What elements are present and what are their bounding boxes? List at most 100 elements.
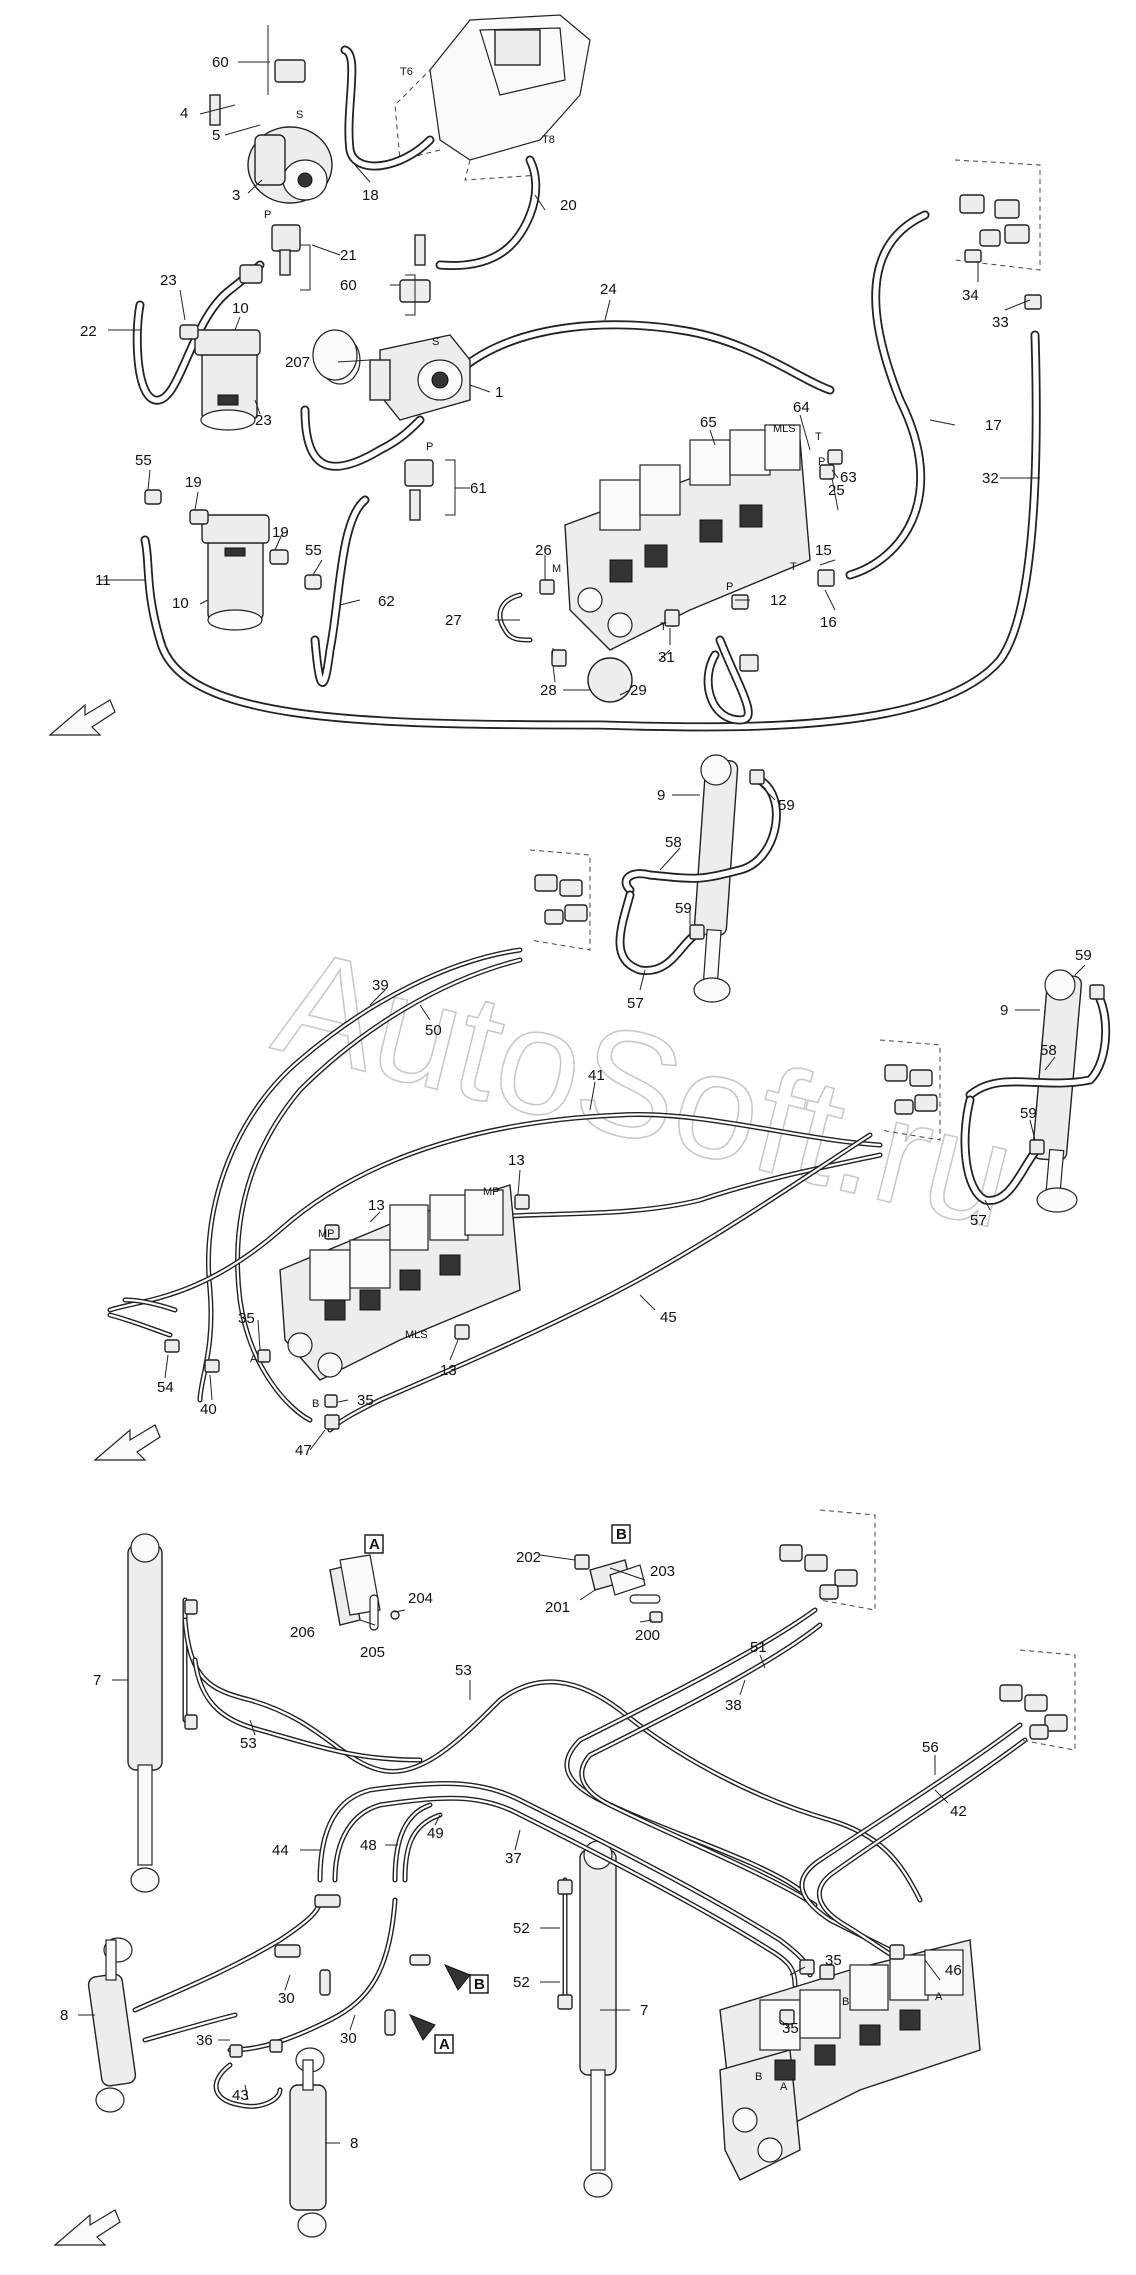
view-letter-a-bottom: A — [439, 2036, 450, 2053]
port-b-2: B — [842, 1996, 849, 2008]
callout-32: 32 — [982, 470, 999, 487]
callout-35c: 35 — [825, 1952, 842, 1969]
callout-35b: 35 — [357, 1392, 374, 1409]
callout-31: 31 — [658, 649, 675, 666]
callout-206: 206 — [290, 1624, 315, 1641]
callout-52a: 52 — [513, 1920, 530, 1937]
callout-5: 5 — [212, 127, 220, 144]
clamps-on-pipes — [274, 1894, 431, 2036]
view-marker-b-bottom: B — [443, 1964, 489, 1994]
direction-arrow-2 — [93, 1424, 161, 1461]
direction-arrow-1 — [48, 699, 116, 736]
callout-20: 20 — [560, 197, 577, 214]
port-p-3: P — [818, 456, 825, 468]
port-mp-1: MP — [483, 1186, 500, 1198]
callout-57a: 57 — [627, 995, 644, 1012]
view-marker-a-bottom: A — [408, 2014, 454, 2054]
callout-37: 37 — [505, 1850, 522, 1867]
callout-201: 201 — [545, 1599, 570, 1616]
callout-23a: 23 — [160, 272, 177, 289]
callout-43: 43 — [232, 2087, 249, 2104]
callout-12: 12 — [770, 592, 787, 609]
callout-8b: 8 — [350, 2135, 358, 2152]
callout-19a: 19 — [185, 474, 202, 491]
port-t6: T6 — [400, 66, 413, 78]
view-letter-b-bottom: B — [474, 1976, 485, 1993]
callout-200: 200 — [635, 1627, 660, 1644]
cylinder-9-upper — [693, 754, 739, 1003]
callout-65: 65 — [700, 414, 717, 431]
callout-23b: 23 — [255, 412, 272, 429]
callout-15: 15 — [815, 542, 832, 559]
callout-35d: 35 — [782, 2020, 799, 2037]
port-b-1: B — [312, 1398, 319, 1410]
port-a-3: A — [780, 2081, 788, 2093]
cylinder-7-left — [127, 1533, 163, 1893]
callout-51: 51 — [750, 1639, 767, 1656]
callout-53b: 53 — [240, 1735, 257, 1752]
callout-9b: 9 — [1000, 1002, 1008, 1019]
cylinder-7-right — [579, 1840, 617, 2198]
port-b-3: B — [755, 2071, 762, 2083]
cylinder-8-left — [87, 1937, 137, 2113]
callout-205: 205 — [360, 1644, 385, 1661]
pump-3 — [247, 126, 333, 204]
control-valve-block-bottom — [719, 1939, 981, 2181]
callout-13b: 13 — [368, 1197, 385, 1214]
port-p-1: P — [264, 209, 271, 221]
port-s-1: S — [296, 109, 303, 121]
callout-41: 41 — [588, 1067, 605, 1084]
port-p-2: P — [426, 441, 433, 453]
port-labels-section-3: B A B A — [755, 1991, 943, 2093]
callout-38: 38 — [725, 1697, 742, 1714]
filter-10-lower — [201, 514, 270, 631]
view-letter-a-top: A — [369, 1536, 380, 1553]
callout-33: 33 — [992, 314, 1009, 331]
callouts-section-1: 60 4 5 3 18 20 21 23 22 10 60 24 207 1 2… — [80, 54, 1009, 699]
callout-63: 63 — [840, 469, 857, 486]
callout-61: 61 — [470, 480, 487, 497]
callout-10b: 10 — [172, 595, 189, 612]
callout-13a: 13 — [508, 1152, 525, 1169]
callout-13c: 13 — [440, 1362, 457, 1379]
callout-48: 48 — [360, 1837, 377, 1854]
callout-60: 60 — [212, 54, 229, 71]
callout-30a: 30 — [278, 1990, 295, 2007]
callouts-section-3: 202 203 204 201 206 205 200 51 7 53 38 5… — [60, 1549, 967, 2152]
callout-16: 16 — [820, 614, 837, 631]
callout-59b: 59 — [675, 900, 692, 917]
callout-46: 46 — [945, 1962, 962, 1979]
callout-54: 54 — [157, 1379, 174, 1396]
tank-panel-mid-upper — [529, 849, 591, 951]
callout-55b: 55 — [305, 542, 322, 559]
tank-panel-bottom-lower — [999, 1649, 1076, 1751]
callout-24: 24 — [600, 281, 617, 298]
port-a-2: A — [935, 1991, 943, 2003]
callout-55a: 55 — [135, 452, 152, 469]
cylinder-9-lower — [1032, 969, 1083, 1213]
callout-10a: 10 — [232, 300, 249, 317]
port-labels-section-2: MP MP A MLS B — [250, 1186, 500, 1410]
tank-panel-mid-lower — [879, 1039, 941, 1141]
callout-52b: 52 — [513, 1974, 530, 1991]
view-marker-b-top: B — [611, 1524, 631, 1544]
callout-3: 3 — [232, 187, 240, 204]
callout-45: 45 — [660, 1309, 677, 1326]
callout-53a: 53 — [455, 1662, 472, 1679]
callout-44: 44 — [272, 1842, 289, 1859]
callout-42: 42 — [950, 1803, 967, 1820]
leaders-section-1 — [100, 25, 1040, 696]
callout-49: 49 — [427, 1825, 444, 1842]
leaders-section-2 — [164, 784, 1086, 1451]
callout-22: 22 — [80, 323, 97, 340]
callout-4: 4 — [180, 105, 188, 122]
callout-207: 207 — [285, 354, 310, 371]
port-a-1: A — [250, 1353, 258, 1365]
callout-26: 26 — [535, 542, 552, 559]
port-labels-section-1: T6 T8 S P S P MLS T P M T P T — [264, 66, 825, 633]
port-mls-1: MLS — [773, 423, 796, 435]
port-p-4: P — [726, 581, 733, 593]
callout-204: 204 — [408, 1590, 433, 1607]
tank-panel-top — [954, 159, 1041, 271]
tank-panel-bottom-upper — [779, 1509, 876, 1611]
